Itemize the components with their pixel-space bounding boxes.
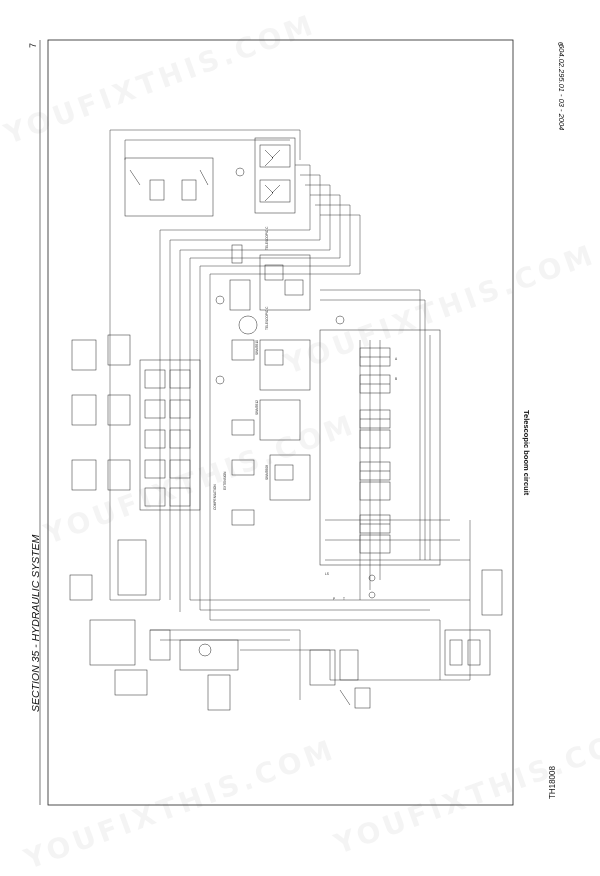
label-telescopic-1: TELESCOPIC C (265, 226, 269, 250)
hydraulic-schematic: TELESCOPIC C TELESCOPIC C SWM5510 SWM551… (39, 39, 514, 806)
label-extension: EXTENSION (223, 471, 227, 490)
pump-group (89, 619, 371, 711)
label-compensation: COMPENSATION (213, 484, 217, 510)
distributor-block (319, 329, 441, 599)
middle-valve-column (259, 254, 311, 501)
control-box (444, 569, 503, 676)
cylinders-group (215, 244, 345, 526)
port-b: B (395, 377, 397, 381)
top-valve-block (254, 137, 296, 214)
left-valve-stack (69, 334, 201, 601)
port-t: T (343, 597, 345, 601)
label-swm5508: SWM5508 (265, 465, 269, 480)
port-a: A (395, 357, 398, 361)
pipe-bundle (109, 129, 471, 700)
manual-page: YOUFIXTHIS.COM YOUFIXTHIS.COM YOUFIXTHIS… (0, 8, 600, 876)
compensation-block (124, 157, 245, 217)
label-swm5510: SWM5510 (255, 340, 259, 355)
diagram-frame (47, 39, 514, 806)
port-p: P (333, 597, 335, 601)
port-ls: LS (325, 572, 329, 576)
label-telescopic-2: TELESCOPIC C (265, 306, 269, 330)
label-swm5512: SWM5512 (255, 400, 259, 415)
